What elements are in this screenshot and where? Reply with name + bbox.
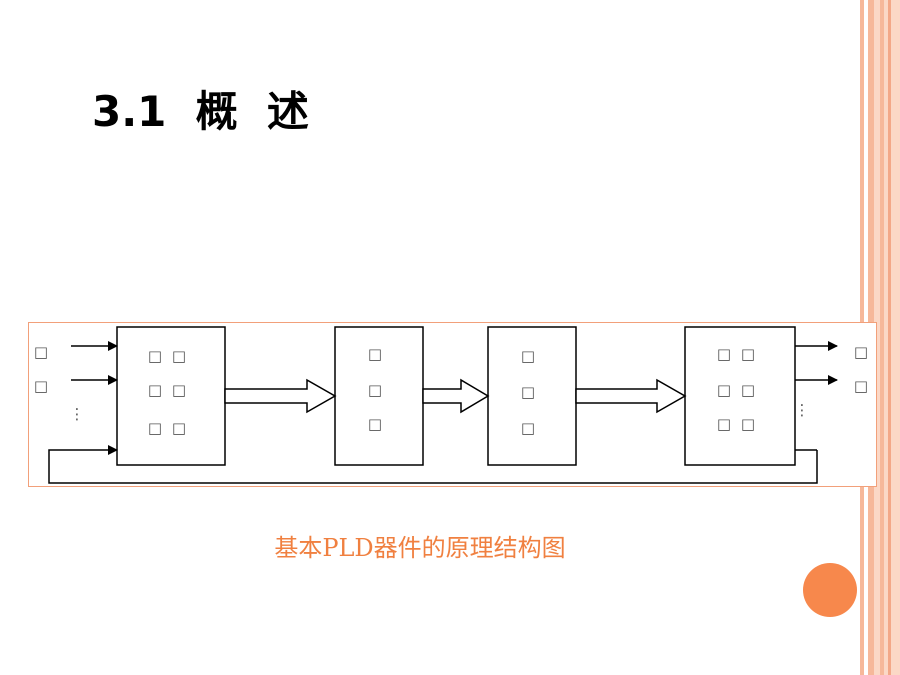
- block-label-glyph: □: [172, 347, 186, 365]
- block-label-glyph: □: [148, 419, 162, 437]
- output-label-glyph: □: [854, 343, 868, 361]
- block-label-glyph: □: [741, 381, 755, 399]
- input-label-glyph: □: [34, 377, 48, 395]
- diagram-canvas: □ □ ⋮ □ □ □ □ □ □ □ □ □ □ □ □ □ □ □ □ □ □ □ □ ⋮: [34, 326, 868, 484]
- block-label-glyph: □: [368, 415, 382, 433]
- block-label-glyph: □: [717, 345, 731, 363]
- block-label-glyph: □: [172, 381, 186, 399]
- block-label-glyph: □: [741, 415, 755, 433]
- block-label-glyph: □: [521, 419, 535, 437]
- block-label-glyph: □: [717, 415, 731, 433]
- block-label-glyph: □: [741, 345, 755, 363]
- border-stripe: [880, 0, 884, 675]
- block-label-glyph: □: [368, 381, 382, 399]
- block-label-glyph: □: [172, 419, 186, 437]
- slide-title: 3.1 概 述: [92, 87, 309, 136]
- input-circuit-block: [116, 326, 226, 466]
- output-ellipsis: ⋮: [795, 401, 810, 419]
- or-array-block: [487, 326, 577, 466]
- decorative-circle: [803, 563, 857, 617]
- block-arrow-2: [422, 378, 490, 414]
- block-label-glyph: □: [368, 345, 382, 363]
- block-label-glyph: □: [717, 381, 731, 399]
- block-label-glyph: □: [521, 383, 535, 401]
- block-label-glyph: □: [521, 347, 535, 365]
- block-label-glyph: □: [148, 347, 162, 365]
- border-band: [874, 0, 900, 675]
- block-arrow-3: [575, 378, 687, 414]
- block-label-glyph: □: [148, 381, 162, 399]
- diagram-caption: 基本PLD器件的原理结构图: [274, 534, 566, 562]
- block-arrow-1: [224, 378, 337, 414]
- feedback-line: [48, 445, 818, 484]
- pld-structure-diagram: □ □ ⋮ □ □ □ □ □ □ □ □ □ □ □ □ □ □ □ □ □ □ □ □ ⋮: [28, 322, 877, 487]
- output-label-glyph: □: [854, 377, 868, 395]
- output-circuit-block: [684, 326, 796, 466]
- input-label-glyph: □: [34, 343, 48, 361]
- input-ellipsis: ⋮: [70, 405, 85, 423]
- border-stripe: [888, 0, 891, 675]
